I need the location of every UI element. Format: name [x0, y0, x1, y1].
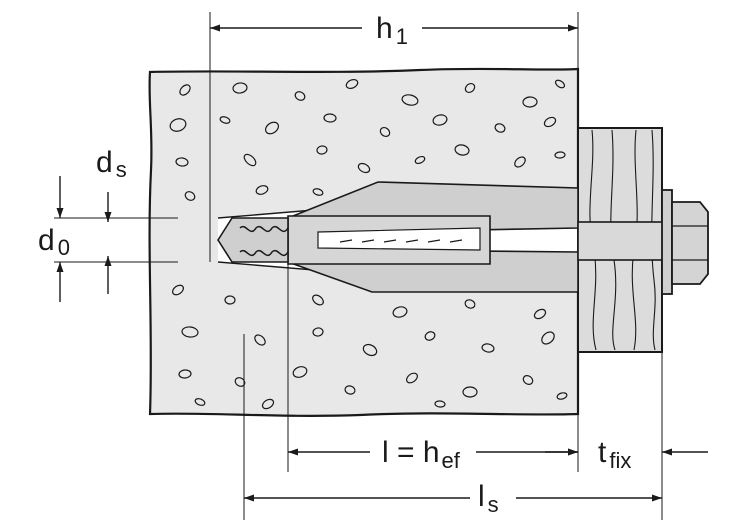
concrete-aggregate	[169, 79, 568, 410]
aggregate-pebble	[556, 392, 568, 400]
slot-teeth	[339, 239, 463, 243]
aggregate-pebble	[454, 144, 470, 156]
aggregate-pebble	[264, 121, 280, 135]
ls-label-background	[470, 478, 516, 520]
aggregate-pebble	[294, 91, 306, 101]
aggregate-pebble	[462, 386, 478, 398]
aggregate-pebble	[184, 191, 196, 201]
aggregate-pebble	[169, 118, 187, 132]
aggregate-pebble	[312, 294, 324, 306]
hef-label: l = hef	[382, 436, 461, 473]
aggregate-pebble	[414, 155, 426, 165]
aggregate-pebble	[522, 375, 534, 385]
aggregate-pebble	[254, 334, 266, 346]
aggregate-pebble	[316, 145, 328, 155]
aggregate-pebble	[181, 326, 199, 338]
aggregate-pebble	[172, 284, 184, 296]
aggregate-pebble	[392, 306, 408, 318]
aggregate-pebble	[533, 308, 547, 320]
aggregate-pebble	[232, 82, 248, 94]
h1-label-background	[362, 6, 422, 50]
aggregate-pebble	[194, 398, 206, 406]
aggregate-pebble	[357, 162, 371, 174]
aggregate-pebble	[292, 366, 308, 378]
aggregate-pebble	[175, 157, 189, 167]
aggregate-pebble	[219, 116, 231, 124]
aggregate-pebble	[312, 188, 324, 196]
aggregate-pebble	[243, 153, 257, 167]
sleeve-slot	[317, 227, 481, 251]
aggregate-pebble	[522, 96, 538, 108]
extension-lines	[54, 12, 663, 520]
aggregate-pebble	[178, 369, 192, 379]
aggregate-pebble	[434, 400, 446, 408]
aggregate-pebble	[543, 116, 557, 128]
aggregate-pebble	[323, 113, 337, 123]
aggregate-pebble	[312, 327, 324, 337]
aggregate-pebble	[362, 343, 378, 357]
aggregate-pebble	[261, 398, 275, 410]
aggregate-pebble	[401, 94, 419, 106]
aggregate-pebble	[541, 331, 555, 345]
aggregate-pebble	[344, 385, 356, 395]
aggregate-pebble	[255, 185, 269, 195]
aggregate-pebble	[494, 123, 506, 133]
aggregate-pebble	[379, 126, 391, 138]
aggregate-pebble	[224, 295, 236, 305]
bolt-shank	[577, 221, 669, 261]
aggregate-pebble	[432, 114, 448, 126]
washer	[661, 189, 673, 295]
aggregate-pebble	[406, 372, 418, 384]
aggregate-pebble	[554, 79, 566, 89]
aggregate-pebble	[464, 299, 476, 309]
aggregate-pebble	[424, 331, 436, 341]
aggregate-pebble	[464, 82, 476, 94]
aggregate-pebble	[179, 84, 191, 96]
aggregate-pebble	[481, 343, 495, 353]
aggregate-pebble	[554, 151, 566, 159]
screw-thread	[239, 225, 289, 257]
aggregate-pebble	[514, 156, 526, 168]
aggregate-pebble	[345, 79, 359, 89]
hef-label-background	[370, 432, 476, 472]
hex-nut	[671, 201, 709, 285]
